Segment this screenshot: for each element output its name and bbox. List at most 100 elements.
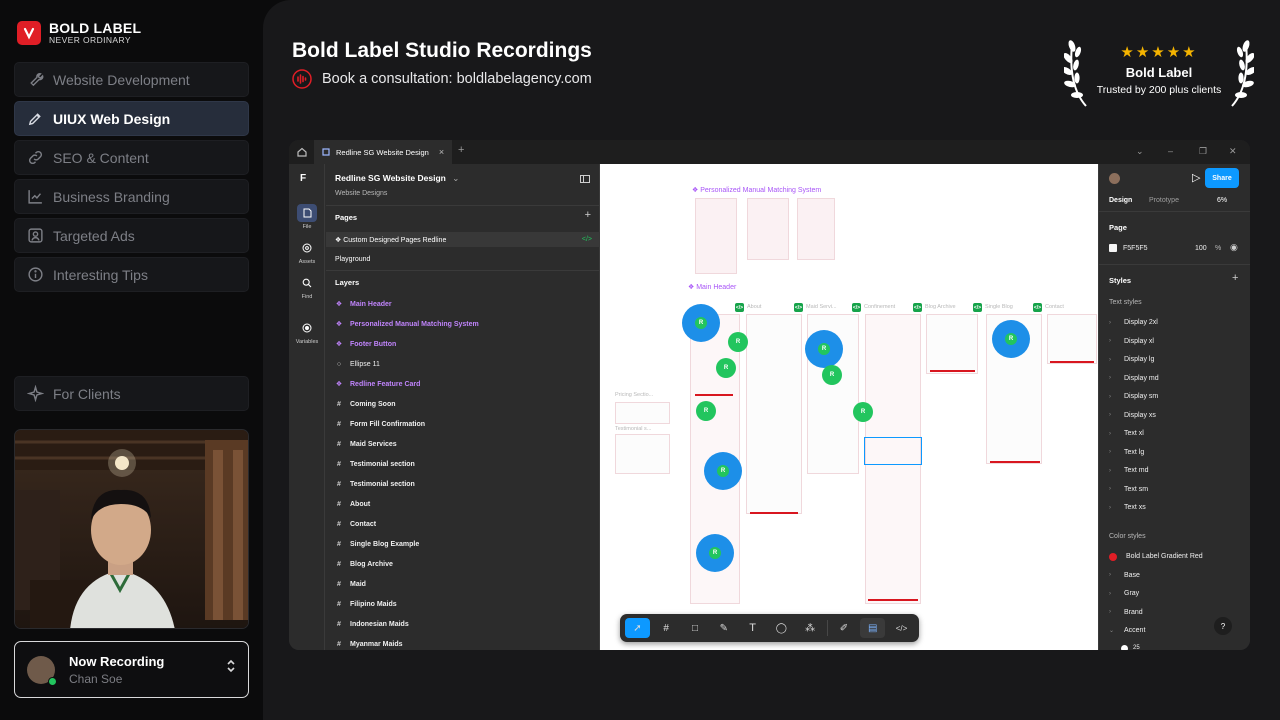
- layer-row[interactable]: #Indonesian Maids: [335, 617, 409, 631]
- shape-tool-button[interactable]: □: [683, 618, 708, 638]
- pen-tool-button[interactable]: ✎: [711, 618, 736, 638]
- rail-assets[interactable]: Assets: [294, 239, 320, 265]
- avatar[interactable]: [1109, 173, 1120, 184]
- layer-row[interactable]: ○Ellipse 11: [335, 357, 380, 371]
- frame-thumbnail[interactable]: [926, 314, 978, 374]
- color-style-item[interactable]: ›Gray: [1109, 587, 1139, 600]
- add-page-icon[interactable]: +: [584, 209, 591, 221]
- layer-row[interactable]: #Testimonial section: [335, 477, 415, 491]
- layer-row[interactable]: #Filipino Maids: [335, 597, 397, 611]
- text-style-item[interactable]: ›Text sm: [1109, 483, 1148, 496]
- minimize-icon[interactable]: –: [1168, 146, 1174, 156]
- frame-thumbnail[interactable]: [695, 198, 737, 274]
- page-item-playground[interactable]: Playground: [335, 256, 371, 263]
- move-tool-button[interactable]: ➚: [625, 618, 650, 638]
- consultation-line[interactable]: Book a consultation: boldlabelagency.com: [292, 69, 592, 89]
- chevron-up-down-icon[interactable]: [226, 659, 236, 673]
- layer-row[interactable]: #About: [335, 497, 370, 511]
- home-icon[interactable]: [297, 147, 307, 157]
- side-label[interactable]: Pricing Sectio...: [615, 392, 654, 398]
- nav-seo-content[interactable]: SEO & Content: [14, 140, 249, 175]
- nav-uiux-web-design[interactable]: UIUX Web Design: [14, 101, 249, 136]
- dev-mode-icon[interactable]: </>: [794, 303, 803, 312]
- frame-thumbnail[interactable]: [615, 402, 670, 424]
- text-style-item[interactable]: ›Display sm: [1109, 390, 1158, 403]
- file-tab[interactable]: Redline SG Website Design ×: [314, 140, 453, 164]
- text-style-item[interactable]: ›Text xs: [1109, 501, 1146, 514]
- layer-row[interactable]: #Maid Services: [335, 437, 397, 451]
- dev-mode-icon[interactable]: </>: [913, 303, 922, 312]
- frame-thumbnail[interactable]: [865, 314, 921, 604]
- share-button[interactable]: Share: [1205, 168, 1239, 188]
- layer-row[interactable]: ❖Main Header: [335, 297, 392, 311]
- column-label[interactable]: Maid Servi...: [806, 304, 837, 310]
- figma-menu-icon[interactable]: F: [300, 173, 307, 184]
- color-style-item[interactable]: ›Brand: [1109, 606, 1143, 619]
- project-name[interactable]: Website Designs: [335, 190, 388, 197]
- column-label[interactable]: Confinement: [864, 304, 896, 310]
- page-opacity-value[interactable]: 100: [1195, 245, 1207, 252]
- dev-mode-icon[interactable]: </>: [735, 303, 744, 312]
- page-color-swatch[interactable]: [1109, 244, 1117, 252]
- column-label[interactable]: About: [747, 304, 762, 310]
- add-style-icon[interactable]: +: [1232, 272, 1239, 284]
- color-style-item[interactable]: Bold Label Gradient Red: [1109, 550, 1203, 563]
- text-style-item[interactable]: ›Display 2xl: [1109, 316, 1158, 329]
- text-style-item[interactable]: ›Text xl: [1109, 427, 1144, 440]
- nav-website-development[interactable]: Website Development: [14, 62, 249, 97]
- frame-thumbnail[interactable]: [747, 198, 789, 260]
- selected-frame-outline[interactable]: [864, 437, 922, 465]
- nav-business-branding[interactable]: Business Branding: [14, 179, 249, 214]
- now-recording-card[interactable]: Now Recording Chan Soe: [14, 641, 249, 698]
- rail-variables[interactable]: Variables: [294, 319, 320, 345]
- design-mode-button[interactable]: ▤: [860, 618, 886, 638]
- help-button[interactable]: ?: [1214, 617, 1232, 635]
- layer-row[interactable]: #Coming Soon: [335, 397, 395, 411]
- accent-swatch[interactable]: [1121, 645, 1128, 650]
- actions-button[interactable]: ⁂: [798, 618, 823, 638]
- layer-row[interactable]: #Form Fill Confirmation: [335, 417, 425, 431]
- side-label[interactable]: Testimonial s...: [615, 426, 652, 432]
- layer-row[interactable]: ❖Footer Button: [335, 337, 396, 351]
- present-play-icon[interactable]: ▷: [1192, 172, 1201, 184]
- design-canvas[interactable]: ❖ Personalized Manual Matching System ❖ …: [600, 164, 1098, 650]
- text-style-item[interactable]: ›Display xs: [1109, 409, 1156, 422]
- frame-thumbnail[interactable]: [1047, 314, 1097, 364]
- file-title[interactable]: Redline SG Website Design ⌄: [335, 173, 460, 183]
- tab-prototype[interactable]: Prototype: [1149, 197, 1179, 204]
- eye-icon[interactable]: ◉: [1230, 242, 1238, 252]
- page-item-custom-designed[interactable]: ❖ Custom Designed Pages Redline</>: [326, 232, 600, 247]
- text-tool-button[interactable]: T: [740, 618, 765, 638]
- dev-mode-icon[interactable]: </>: [852, 303, 861, 312]
- dev-mode-icon[interactable]: </>: [1033, 303, 1042, 312]
- nav-targeted-ads[interactable]: Targeted Ads: [14, 218, 249, 253]
- frame-label[interactable]: ❖ Main Header: [688, 284, 737, 291]
- close-window-icon[interactable]: ✕: [1229, 146, 1237, 156]
- dev-mode-button[interactable]: </>: [889, 618, 914, 638]
- frame-label[interactable]: ❖ Personalized Manual Matching System: [692, 187, 822, 194]
- zoom-level[interactable]: 6%: [1217, 197, 1228, 204]
- comment-tool-button[interactable]: ◯: [769, 618, 794, 638]
- text-style-item[interactable]: ›Display lg: [1109, 353, 1154, 366]
- text-style-item[interactable]: ›Display md: [1109, 372, 1159, 385]
- frame-thumbnail[interactable]: [797, 198, 835, 260]
- rail-file[interactable]: File: [294, 204, 320, 230]
- frame-thumbnail[interactable]: [615, 434, 670, 474]
- sidebar-toggle-icon[interactable]: [580, 175, 590, 183]
- layer-row[interactable]: #Myanmar Maids: [335, 637, 402, 650]
- nav-for-clients[interactable]: For Clients: [14, 376, 249, 411]
- color-style-item[interactable]: ⌄Accent: [1109, 624, 1145, 637]
- layer-row[interactable]: ❖Redline Feature Card: [335, 377, 421, 391]
- text-style-item[interactable]: ›Text md: [1109, 464, 1149, 477]
- layer-row[interactable]: #Blog Archive: [335, 557, 393, 571]
- tab-design[interactable]: Design: [1109, 197, 1133, 204]
- page-color-value[interactable]: F5F5F5: [1123, 245, 1148, 252]
- new-tab-icon[interactable]: +: [458, 144, 465, 156]
- nav-interesting-tips[interactable]: Interesting Tips: [14, 257, 249, 292]
- layer-row[interactable]: ❖Personalized Manual Matching System: [335, 317, 479, 331]
- color-style-item[interactable]: ›Base: [1109, 569, 1140, 582]
- frame-tool-button[interactable]: #: [654, 618, 679, 638]
- layer-row[interactable]: #Contact: [335, 517, 376, 531]
- layer-row[interactable]: #Single Blog Example: [335, 537, 419, 551]
- column-label[interactable]: Contact: [1045, 304, 1064, 310]
